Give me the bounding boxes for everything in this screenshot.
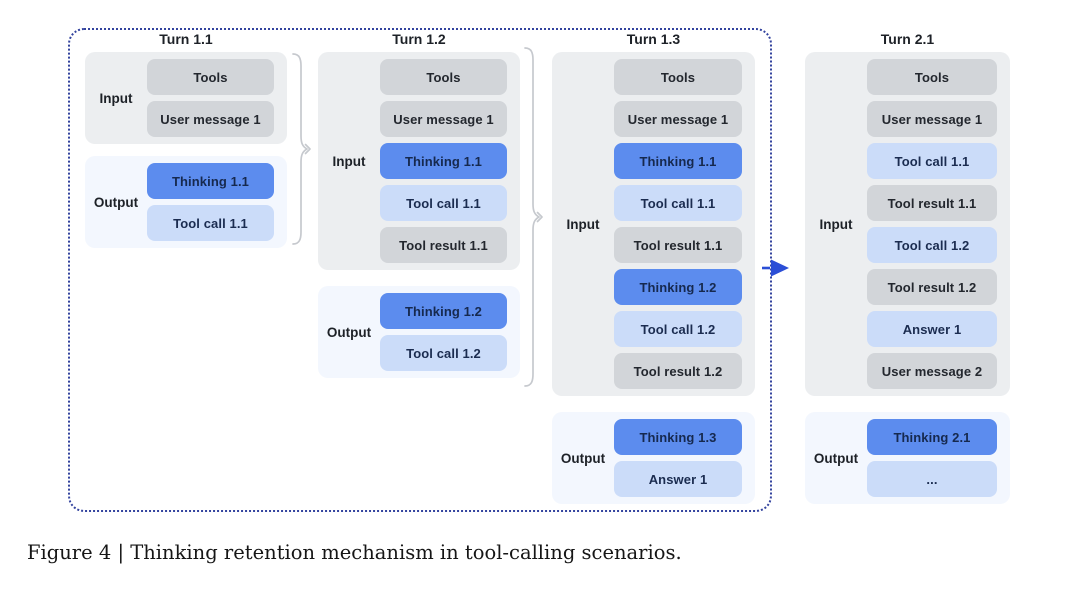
figure-caption: Figure 4 | Thinking retention mechanism … [27, 541, 682, 564]
turn-title: Turn 1.2 [392, 31, 446, 47]
box-user-message-1: User message 1 [614, 101, 742, 137]
input-label: Input [99, 90, 133, 106]
merge-brace-icon [292, 53, 311, 245]
box-thinking-1-2: Thinking 1.2 [614, 269, 742, 305]
box-thinking-1-3: Thinking 1.3 [614, 419, 742, 455]
box-tool-result-1-2: Tool result 1.2 [614, 353, 742, 389]
merge-brace-icon [524, 47, 543, 387]
box-tool-call-1-1: Tool call 1.1 [380, 185, 507, 221]
box-tool-call-1-2: Tool call 1.2 [867, 227, 997, 263]
box-tool-call-1-1: Tool call 1.1 [867, 143, 997, 179]
turn-title: Turn 1.1 [159, 31, 213, 47]
box-thinking-1-1: Thinking 1.1 [380, 143, 507, 179]
box-tool-result-1-1: Tool result 1.1 [380, 227, 507, 263]
box-user-message-1: User message 1 [147, 101, 274, 137]
input-label: Input [566, 216, 600, 232]
box-ellipsis: ... [867, 461, 997, 497]
box-tool-result-1-1: Tool result 1.1 [867, 185, 997, 221]
box-answer-1: Answer 1 [867, 311, 997, 347]
box-tool-result-1-1: Tool result 1.1 [614, 227, 742, 263]
box-thinking-1-2: Thinking 1.2 [380, 293, 507, 329]
output-label: Output [560, 450, 606, 466]
output-label: Output [813, 450, 859, 466]
box-answer-1: Answer 1 [614, 461, 742, 497]
output-label: Output [93, 194, 139, 210]
box-tools: Tools [867, 59, 997, 95]
box-tools: Tools [614, 59, 742, 95]
next-turn-arrow-icon [762, 259, 789, 277]
turn-title: Turn 1.3 [626, 31, 681, 47]
box-tool-result-1-2: Tool result 1.2 [867, 269, 997, 305]
box-user-message-2: User message 2 [867, 353, 997, 389]
output-label: Output [326, 324, 372, 340]
box-user-message-1: User message 1 [867, 101, 997, 137]
box-tools: Tools [380, 59, 507, 95]
box-tool-call-1-1: Tool call 1.1 [147, 205, 274, 241]
box-tools: Tools [147, 59, 274, 95]
output-boxes: Thinking 2.1... [867, 419, 997, 497]
box-tool-call-1-2: Tool call 1.2 [380, 335, 507, 371]
box-thinking-1-1: Thinking 1.1 [147, 163, 274, 199]
input-label: Input [819, 216, 853, 232]
box-user-message-1: User message 1 [380, 101, 507, 137]
box-tool-call-1-1: Tool call 1.1 [614, 185, 742, 221]
box-tool-call-1-2: Tool call 1.2 [614, 311, 742, 347]
turn-title: Turn 2.1 [880, 31, 935, 47]
box-thinking-1-1: Thinking 1.1 [614, 143, 742, 179]
input-label: Input [332, 153, 366, 169]
box-thinking-2-1: Thinking 2.1 [867, 419, 997, 455]
output-group: Output Thinking 2.1... [805, 412, 1010, 504]
